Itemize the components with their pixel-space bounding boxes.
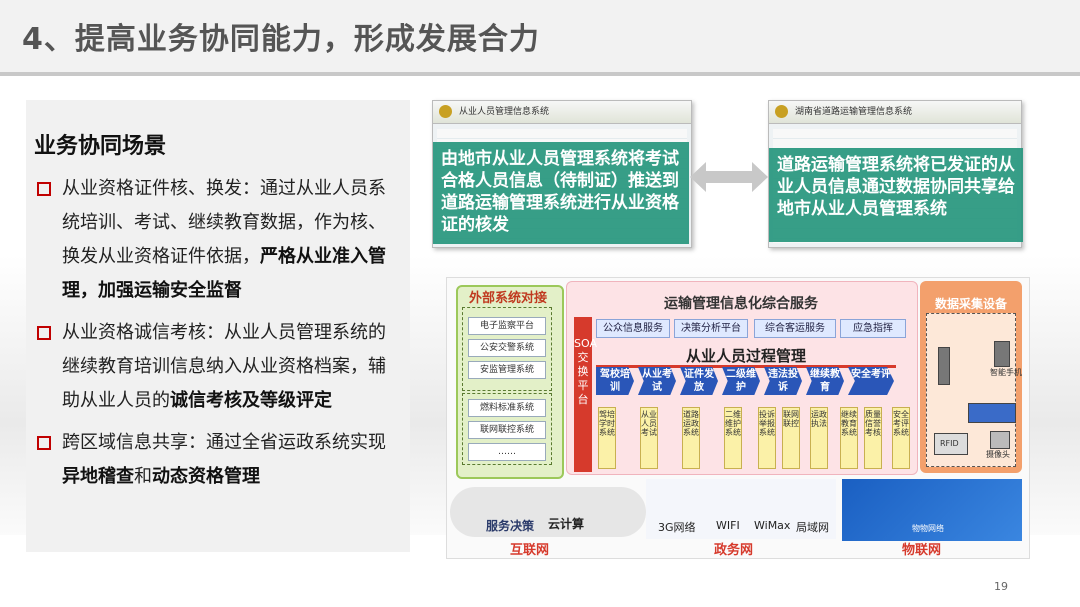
service-item: 决策分析平台 [674, 319, 748, 338]
subsystem-box: 投诉举报系统 [758, 407, 776, 469]
bus-icon [968, 403, 1016, 423]
cloud-label: 服务决策 [486, 519, 535, 533]
external-item: 联网联控系统 [468, 421, 546, 439]
bullet-bold-text: 异地稽查 [62, 466, 134, 487]
iot-network-area [842, 479, 1022, 541]
rfid-icon [934, 433, 968, 455]
bullet-item: 从业资格证件核、换发：通过从业人员系统培训、考试、继续教育数据，作为核、换发从业… [34, 172, 394, 308]
bullet-item: 从业资格诚信考核：从业人员管理系统的继续教育培训信息纳入从业资格档案，辅助从业人… [34, 316, 394, 418]
subsystem-box: 安全考评系统 [892, 407, 910, 469]
architecture-diagram: 外部系统对接 电子监察平台 公安交警系统 安监管理系统 燃料标准系统 联网联控系… [446, 277, 1030, 559]
camera-icon [990, 431, 1010, 449]
slide-title: 4、提高业务协同能力，形成发展合力 [22, 22, 540, 57]
process-step: 继续教育 [806, 367, 844, 395]
bullet-list: 从业资格证件核、换发：通过从业人员系统培训、考试、继续教育数据，作为核、换发从业… [34, 172, 394, 502]
subsystem-box: 继续教育系统 [840, 407, 858, 469]
process-step: 从业考试 [638, 367, 676, 395]
service-item: 公众信息服务 [596, 319, 670, 338]
screenshot-title: 从业人员管理信息系统 [459, 107, 550, 117]
bullet-bold-text: 动态资格管理 [152, 466, 260, 487]
iot-label: 物物网络 [912, 524, 944, 533]
external-group-2 [462, 393, 552, 465]
bullet-bold-text: 严格从业准入管理，加强运输安全监督 [62, 246, 386, 301]
scene-title: 业务协同场景 [34, 134, 167, 159]
smartphone-icon [994, 341, 1010, 367]
service-item: 应急指挥 [840, 319, 906, 338]
device-label: 智能手机 [990, 368, 1022, 377]
process-line [596, 365, 896, 368]
screenshot-title: 湖南省道路运输管理信息系统 [795, 107, 913, 117]
subsystem-box: 联网联控 [782, 407, 800, 469]
left-panel [26, 100, 410, 552]
external-item: 公安交警系统 [468, 339, 546, 357]
emblem-icon [775, 105, 788, 118]
reader-icon [938, 347, 950, 385]
soa-label: SOA交换平台 [574, 337, 597, 406]
subsystem-box: 道路运政系统 [682, 407, 700, 469]
bullet-item: 跨区域信息共享：通过全省运政系统实现异地稽查和动态资格管理 [34, 426, 394, 494]
bidirectional-arrow-icon [690, 162, 768, 192]
device-label: 摄像头 [986, 450, 1010, 459]
network-name: 互联网 [510, 543, 550, 558]
gov-network-area [646, 479, 836, 539]
soa-exchange-platform: SOA交换平台 [574, 317, 597, 472]
left-info-overlay: 由地市从业人员管理系统将考试合格人员信息（待制证）推送到道路运输管理系统进行从业… [433, 142, 689, 244]
network-layer: 服务决策 云计算 3G网络 WIFI WiMax 局域网 物物网络 互联网 政务… [450, 479, 1024, 558]
bullet-text: 从业资格诚信考核：从业人员管理系统的继续教育培训信息纳入从业资格档案，辅助从业人… [62, 322, 386, 411]
subsystem-box: 质量信誉考核 [864, 407, 882, 469]
process-title: 从业人员过程管理 [685, 347, 806, 365]
external-item: 燃料标准系统 [468, 399, 546, 417]
bullet-bold-text: 诚信考核及等级评定 [170, 390, 332, 411]
network-type-label: 局域网 [796, 521, 829, 534]
right-info-overlay: 道路运输管理系统将已发证的从业人员信息通过数据协同共享给地市从业人员管理系统 [769, 148, 1023, 242]
bullet-text: 从业资格证件核、换发：通过从业人员系统培训、考试、继续教育数据，作为核、换发从业… [62, 178, 386, 267]
network-name: 物联网 [902, 543, 942, 558]
cloud-label: 云计算 [548, 517, 585, 531]
service-item: 综合客运服务 [754, 319, 836, 338]
screenshot-header: 湖南省道路运输管理信息系统 [769, 101, 1021, 124]
bullet-text: 和 [134, 466, 152, 487]
network-type-label: WiMax [754, 519, 791, 532]
network-type-label: 3G网络 [658, 521, 696, 534]
subsystem-box: 二维维护系统 [724, 407, 742, 469]
process-step: 违法投诉 [764, 367, 802, 395]
network-name: 政务网 [714, 543, 754, 558]
external-item: …… [468, 443, 546, 461]
external-item: 安监管理系统 [468, 361, 546, 379]
internet-cloud [450, 487, 646, 537]
subsystem-box: 从业人员考试 [640, 407, 658, 469]
process-step: 驾校培训 [596, 367, 634, 395]
external-group-1 [462, 307, 552, 391]
square-bullet-icon [37, 436, 51, 450]
square-bullet-icon [37, 326, 51, 340]
external-item: 电子监察平台 [468, 317, 546, 335]
emblem-icon [439, 105, 452, 118]
data-collection-title: 数据采集设备 [934, 297, 1007, 311]
process-step: 安全考评 [848, 367, 894, 395]
subsystem-box: 运政执法 [810, 407, 828, 469]
subsystem-box: 驾培学时系统 [598, 407, 616, 469]
network-type-label: WIFI [716, 519, 740, 532]
external-systems-title: 外部系统对接 [468, 291, 547, 306]
process-step: 二级维护 [722, 367, 760, 395]
screenshot-header: 从业人员管理信息系统 [433, 101, 691, 124]
bullet-text: 跨区域信息共享：通过全省运政系统实现 [62, 432, 386, 453]
process-step: 证件发放 [680, 367, 718, 395]
device-label: RFID [940, 439, 959, 448]
title-bar: 4、提高业务协同能力，形成发展合力 [0, 0, 1080, 76]
transport-service-title: 运输管理信息化综合服务 [664, 296, 818, 312]
page-number: 19 [994, 580, 1008, 593]
square-bullet-icon [37, 182, 51, 196]
